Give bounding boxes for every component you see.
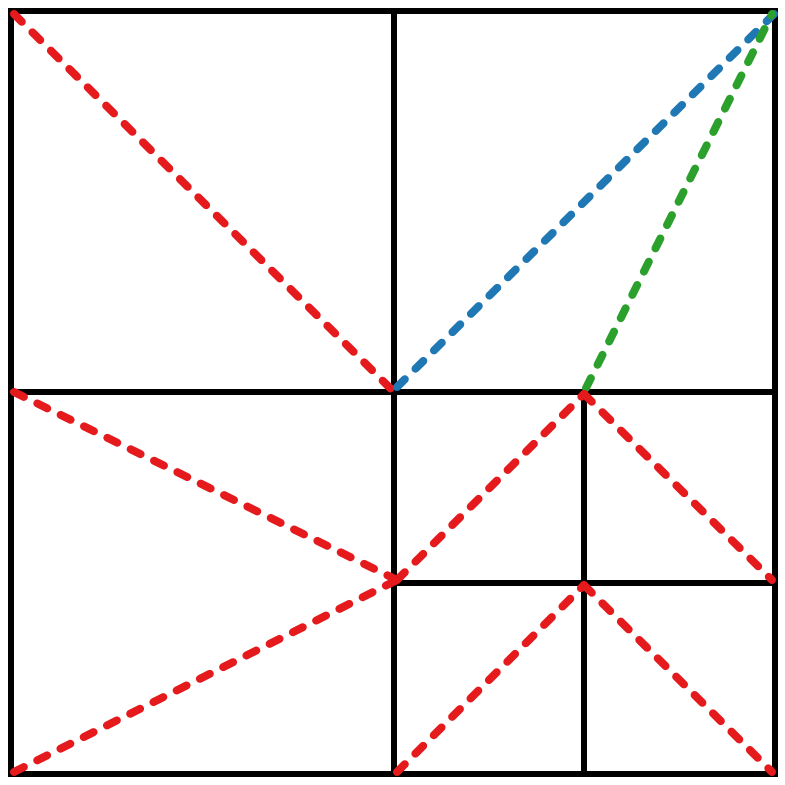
red-diagonal-top-left <box>10 10 398 396</box>
red-diagonal-quad-bottom-right <box>580 581 776 776</box>
red-diagonal-bottom-left-lower <box>10 576 401 776</box>
green-diagonal-top-right <box>582 10 776 392</box>
red-diagonal-quad-bottom-left <box>393 581 588 776</box>
blue-diagonal-top-right <box>393 10 778 391</box>
red-diagonal-quad-top-left <box>393 390 588 584</box>
red-diagonal-quad-top-right <box>580 390 776 584</box>
red-diagonal-bottom-left-upper <box>10 388 401 584</box>
